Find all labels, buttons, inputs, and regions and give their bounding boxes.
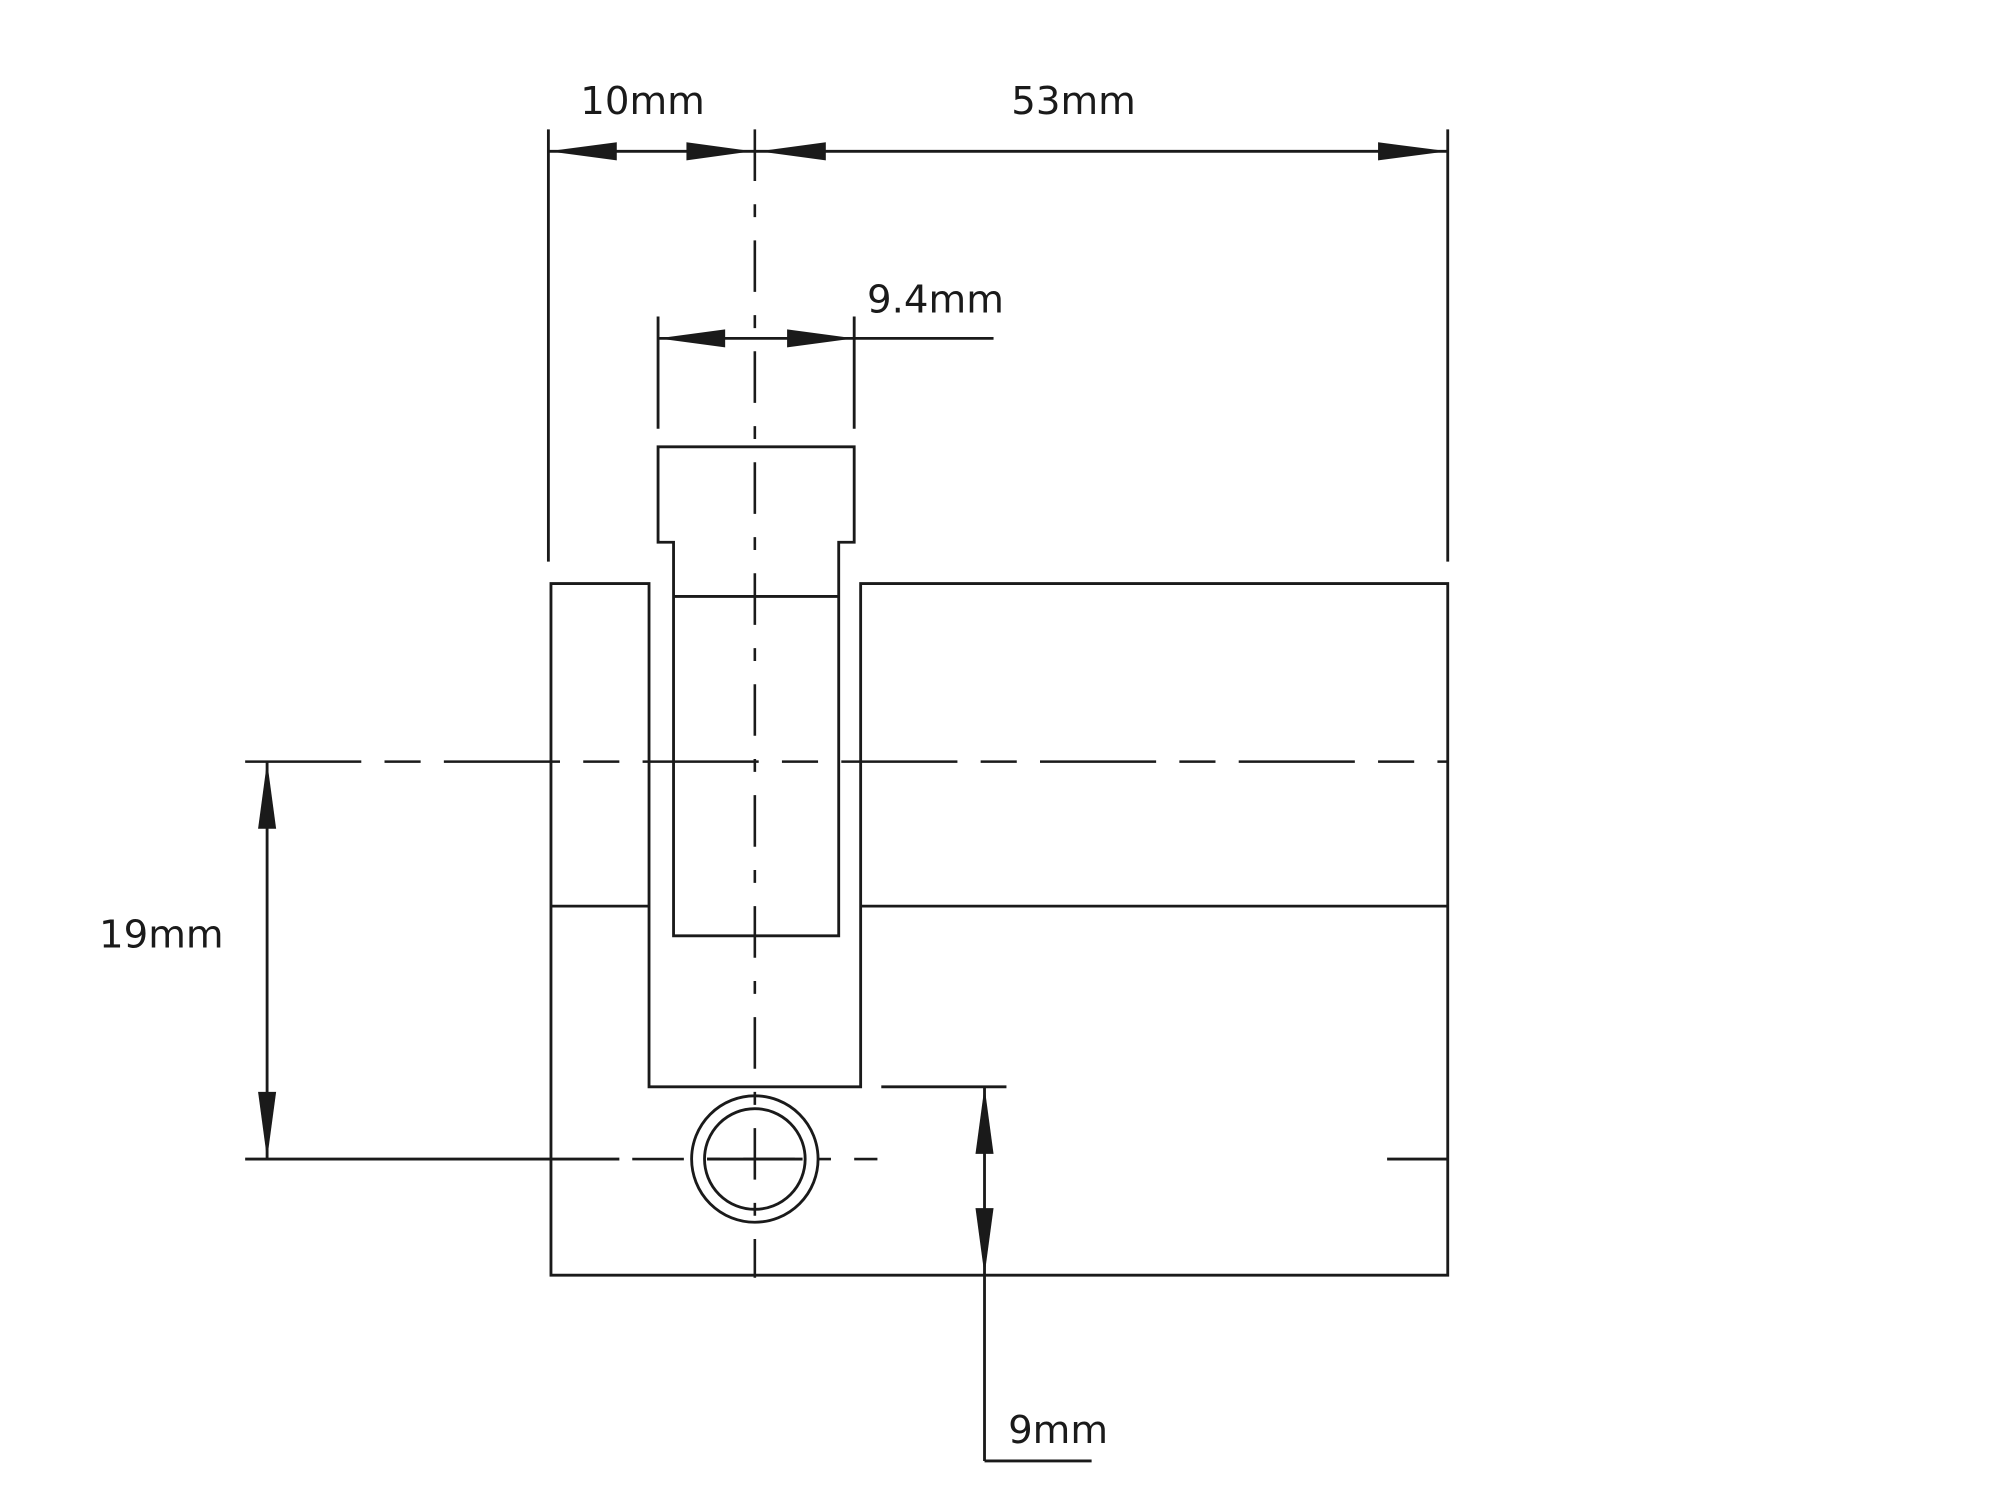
screw-hole (690, 1094, 820, 1224)
dim-10mm: 10mm (580, 79, 705, 124)
dim-19mm: 19mm (99, 912, 224, 957)
height-dimension: 19mm (99, 761, 277, 1160)
cam (656, 445, 856, 938)
top-dimension: 10mm 53mm (546, 79, 1450, 562)
cylinder-body (549, 582, 1450, 1277)
dim-9mm: 9mm (1008, 1408, 1108, 1453)
dim-9-4mm: 9.4mm (867, 278, 1004, 323)
dim-53mm: 53mm (1011, 79, 1136, 124)
offset-dimension: 9mm (881, 1085, 1108, 1463)
cam-dimension: 9.4mm (656, 278, 1004, 429)
